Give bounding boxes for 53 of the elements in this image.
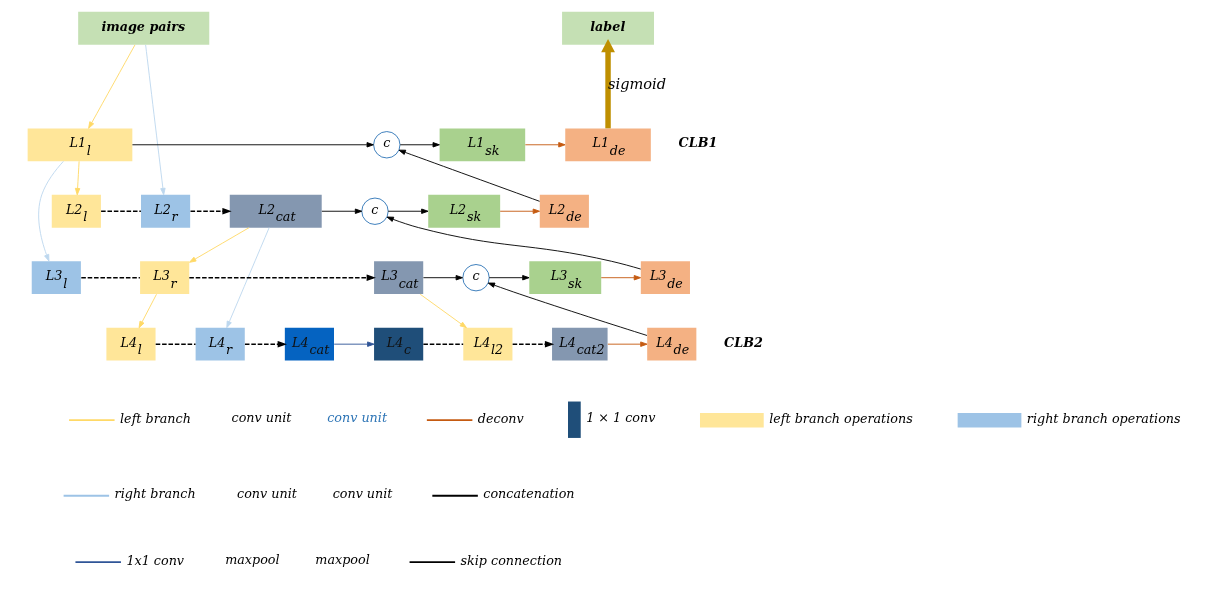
arrow	[38, 160, 64, 262]
arrow	[189, 227, 250, 263]
arrow	[138, 293, 157, 329]
arrow	[74, 160, 81, 196]
legend-label: concatenation	[483, 486, 575, 502]
arrow	[244, 340, 287, 348]
arrow	[607, 341, 648, 347]
node-circle: c	[462, 264, 490, 292]
connector	[80, 276, 141, 279]
node-box: label	[562, 11, 654, 45]
arrow	[145, 44, 166, 196]
arrow	[387, 208, 429, 214]
label: CLB2	[724, 334, 763, 350]
label: conv unit	[332, 485, 393, 501]
arrow	[398, 149, 541, 202]
node-circle: c	[361, 197, 389, 225]
label: CLB1	[678, 135, 718, 151]
arrow	[88, 44, 136, 129]
legend-label: right branch operations	[1026, 410, 1181, 426]
legend-label: right branch	[114, 486, 196, 502]
arrow	[511, 340, 555, 348]
legend-label: 1 × 1 conv	[586, 410, 656, 426]
arrow	[524, 142, 566, 148]
legend-label: left branch operations	[769, 410, 913, 426]
arrow	[188, 274, 376, 281]
node-box: image pairs	[78, 11, 210, 45]
arrow	[488, 275, 530, 281]
legend-label: skip connection	[460, 552, 562, 568]
arrow	[600, 275, 642, 281]
legend-label: deconv	[477, 410, 524, 426]
arrow	[386, 216, 642, 270]
arrow	[131, 142, 374, 148]
arrow	[487, 282, 648, 336]
arrow	[419, 293, 467, 329]
label: conv unit	[327, 410, 388, 426]
legend-label: left branch	[120, 410, 191, 426]
connector	[155, 343, 197, 345]
arrow	[333, 341, 375, 347]
label: conv unit	[231, 410, 292, 426]
arrow	[321, 208, 363, 214]
label: maxpool	[315, 552, 370, 568]
node-circle: c	[373, 131, 401, 159]
arrow	[399, 142, 440, 148]
connector	[422, 343, 464, 345]
label: conv unit	[237, 485, 297, 501]
arrow	[601, 39, 615, 129]
label: maxpool	[225, 552, 280, 568]
arrow	[422, 275, 463, 281]
connector	[100, 210, 142, 212]
arrow	[226, 227, 270, 329]
arrow	[499, 208, 540, 214]
legend-label: 1x1 conv	[126, 552, 185, 568]
arrow	[189, 208, 232, 215]
